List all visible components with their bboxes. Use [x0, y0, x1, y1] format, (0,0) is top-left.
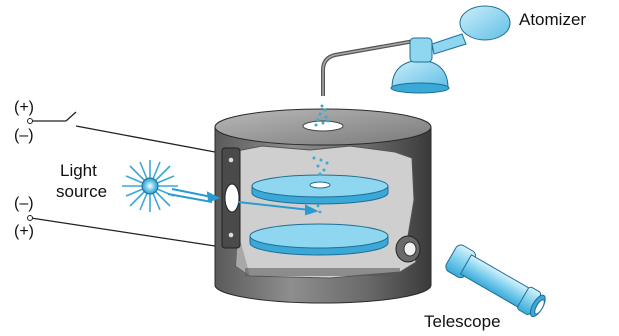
- lower-wire: [31, 218, 215, 246]
- upper-terminal: [28, 119, 33, 124]
- light-source: [122, 160, 178, 212]
- upper-terminal-minus-label: (–): [14, 128, 34, 145]
- upper-terminal-plus-label: (+): [14, 100, 34, 117]
- light-bulb: [142, 178, 158, 194]
- light-source-label-line1: Light: [60, 162, 97, 180]
- lower-terminal: [28, 216, 33, 221]
- telescope-label: Telescope: [424, 313, 501, 331]
- lower-plate: [250, 224, 388, 255]
- upper-wire: [31, 112, 215, 152]
- atomizer-label: Atomizer: [519, 11, 586, 29]
- chamber: [215, 109, 431, 303]
- light-window: [225, 184, 239, 212]
- cutaway-window: [232, 146, 416, 278]
- lower-terminal-minus-label: (–): [14, 196, 34, 213]
- telescope: [444, 243, 550, 321]
- lower-terminal-plus-label: (+): [14, 224, 34, 241]
- light-source-label-line2: source: [56, 183, 107, 201]
- atomizer: [323, 6, 510, 96]
- upper-plate: [252, 175, 388, 204]
- atomizer-bulb: [460, 6, 510, 40]
- plate-hole: [310, 182, 330, 188]
